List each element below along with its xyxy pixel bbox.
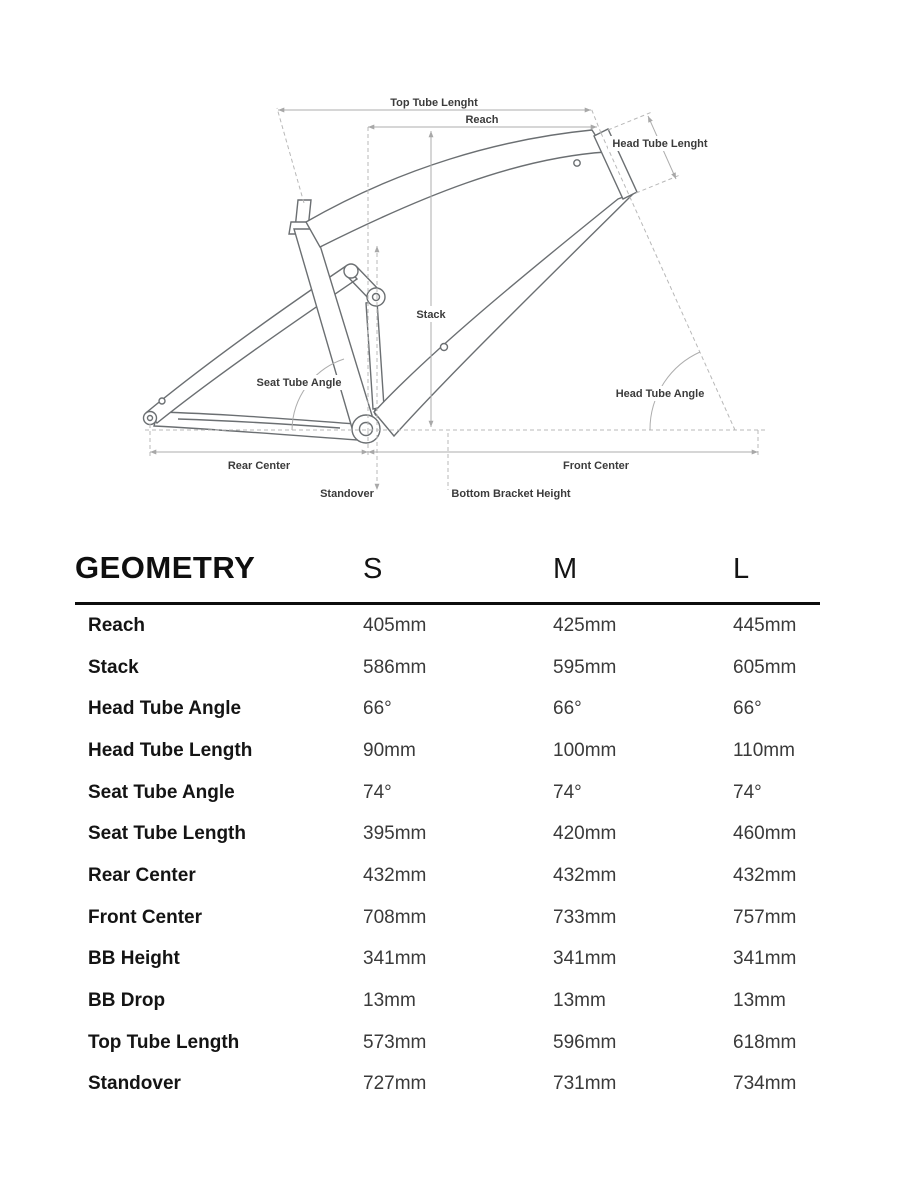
- row-value-m: 100mm: [553, 739, 617, 761]
- reach-label: Reach: [465, 114, 498, 126]
- row-label: Head Tube Angle: [88, 698, 242, 720]
- table-header: GEOMETRY S M L: [75, 550, 820, 602]
- row-value-l: 341mm: [733, 948, 797, 970]
- row-value-s: 395mm: [363, 823, 427, 845]
- table-row-top-tube-length: Top Tube Length 573mm 596mm 618mm: [75, 1022, 820, 1064]
- row-value-l: 445mm: [733, 614, 797, 636]
- row-value-l: 618mm: [733, 1031, 797, 1053]
- table-row-head-tube-length: Head Tube Length 90mm 100mm 110mm: [75, 730, 820, 772]
- row-value-l: 757mm: [733, 906, 797, 928]
- row-value-s: 90mm: [363, 739, 416, 761]
- row-value-s: 727mm: [363, 1073, 427, 1095]
- bottom-bracket-height-label: Bottom Bracket Height: [451, 488, 571, 500]
- row-value-l: 13mm: [733, 990, 786, 1012]
- row-value-s: 66°: [363, 698, 392, 720]
- table-row-stack: Stack 586mm 595mm 605mm: [75, 647, 820, 689]
- table-row-bb-height: BB Height 341mm 341mm 341mm: [75, 939, 820, 981]
- row-value-l: 110mm: [733, 739, 795, 761]
- front-center-label: Front Center: [563, 460, 630, 472]
- header-divider: [75, 602, 820, 605]
- table-row-rear-center: Rear Center 432mm 432mm 432mm: [75, 855, 820, 897]
- table-row-front-center: Front Center 708mm 733mm 757mm: [75, 897, 820, 939]
- row-value-s: 573mm: [363, 1031, 427, 1053]
- rear-center-label: Rear Center: [228, 460, 291, 472]
- frame-geometry-diagram: Top Tube Lenght Reach Head Tube Lenght S…: [0, 0, 900, 520]
- row-label: Rear Center: [88, 864, 196, 886]
- row-label: Standover: [88, 1073, 181, 1095]
- head-tube: [593, 128, 638, 200]
- row-label: Seat Tube Angle: [88, 781, 235, 803]
- head-tube-angle-label: Head Tube Angle: [616, 388, 705, 400]
- row-value-l: 66°: [733, 698, 762, 720]
- bike-frame-svg: Top Tube Lenght Reach Head Tube Lenght S…: [142, 97, 765, 500]
- down-tube: [373, 192, 635, 438]
- row-value-l: 734mm: [733, 1073, 797, 1095]
- column-header-s: S: [363, 553, 383, 585]
- rocker-pivot: [343, 263, 359, 279]
- row-label: BB Drop: [88, 990, 166, 1012]
- row-label: Front Center: [88, 906, 202, 928]
- row-value-m: 432mm: [553, 864, 617, 886]
- row-value-s: 13mm: [363, 990, 416, 1012]
- top-tube-length-label: Top Tube Lenght: [390, 97, 478, 109]
- head-angle-arc: [649, 351, 701, 431]
- row-value-m: 731mm: [553, 1073, 617, 1095]
- row-value-m: 420mm: [553, 823, 617, 845]
- table-row-head-tube-angle: Head Tube Angle 66° 66° 66°: [75, 688, 820, 730]
- row-value-m: 596mm: [553, 1031, 617, 1053]
- row-value-s: 708mm: [363, 906, 427, 928]
- geometry-table: GEOMETRY S M L Reach 405mm 425mm 445mm S…: [75, 550, 820, 1105]
- row-value-s: 405mm: [363, 614, 427, 636]
- row-value-l: 605mm: [733, 656, 797, 678]
- row-value-m: 66°: [553, 698, 582, 720]
- row-value-m: 595mm: [553, 656, 617, 678]
- row-label: Seat Tube Length: [88, 823, 246, 845]
- row-value-l: 432mm: [733, 864, 797, 886]
- row-value-m: 341mm: [553, 948, 617, 970]
- top-tube: [305, 129, 608, 248]
- row-value-s: 74°: [363, 781, 392, 803]
- row-value-s: 586mm: [363, 656, 427, 678]
- stack-label: Stack: [416, 309, 446, 321]
- diagram-labels: Top Tube Lenght Reach Head Tube Lenght S…: [228, 97, 712, 500]
- row-value-l: 74°: [733, 781, 762, 803]
- table-row-reach: Reach 405mm 425mm 445mm: [75, 605, 820, 647]
- table-row-seat-tube-length: Seat Tube Length 395mm 420mm 460mm: [75, 813, 820, 855]
- row-label: Reach: [88, 614, 146, 636]
- row-value-m: 74°: [553, 781, 582, 803]
- table-title: GEOMETRY: [75, 550, 256, 585]
- construction-lines: [145, 107, 765, 490]
- standover-label: Standover: [320, 488, 375, 500]
- seat-tube: [293, 228, 375, 429]
- column-header-m: M: [553, 553, 578, 585]
- row-value-m: 733mm: [553, 906, 617, 928]
- row-value-m: 425mm: [553, 614, 617, 636]
- row-label: Head Tube Length: [88, 739, 253, 761]
- bike-frame-drawing: [142, 128, 638, 444]
- row-value-l: 460mm: [733, 823, 797, 845]
- table-row-seat-tube-angle: Seat Tube Angle 74° 74° 74°: [75, 772, 820, 814]
- table-row-standover: Standover 727mm 731mm 734mm: [75, 1064, 820, 1106]
- head-tube-length-label: Head Tube Lenght: [612, 138, 707, 150]
- column-header-l: L: [733, 553, 750, 585]
- row-value-s: 432mm: [363, 864, 427, 886]
- table-row-bb-drop: BB Drop 13mm 13mm 13mm: [75, 980, 820, 1022]
- dimension-lines: [150, 107, 758, 455]
- row-label: Stack: [88, 656, 139, 678]
- row-value-s: 341mm: [363, 948, 427, 970]
- seat-tube-angle-label: Seat Tube Angle: [257, 377, 342, 389]
- row-label: Top Tube Length: [88, 1031, 240, 1053]
- row-label: BB Height: [88, 948, 180, 970]
- row-value-m: 13mm: [553, 990, 606, 1012]
